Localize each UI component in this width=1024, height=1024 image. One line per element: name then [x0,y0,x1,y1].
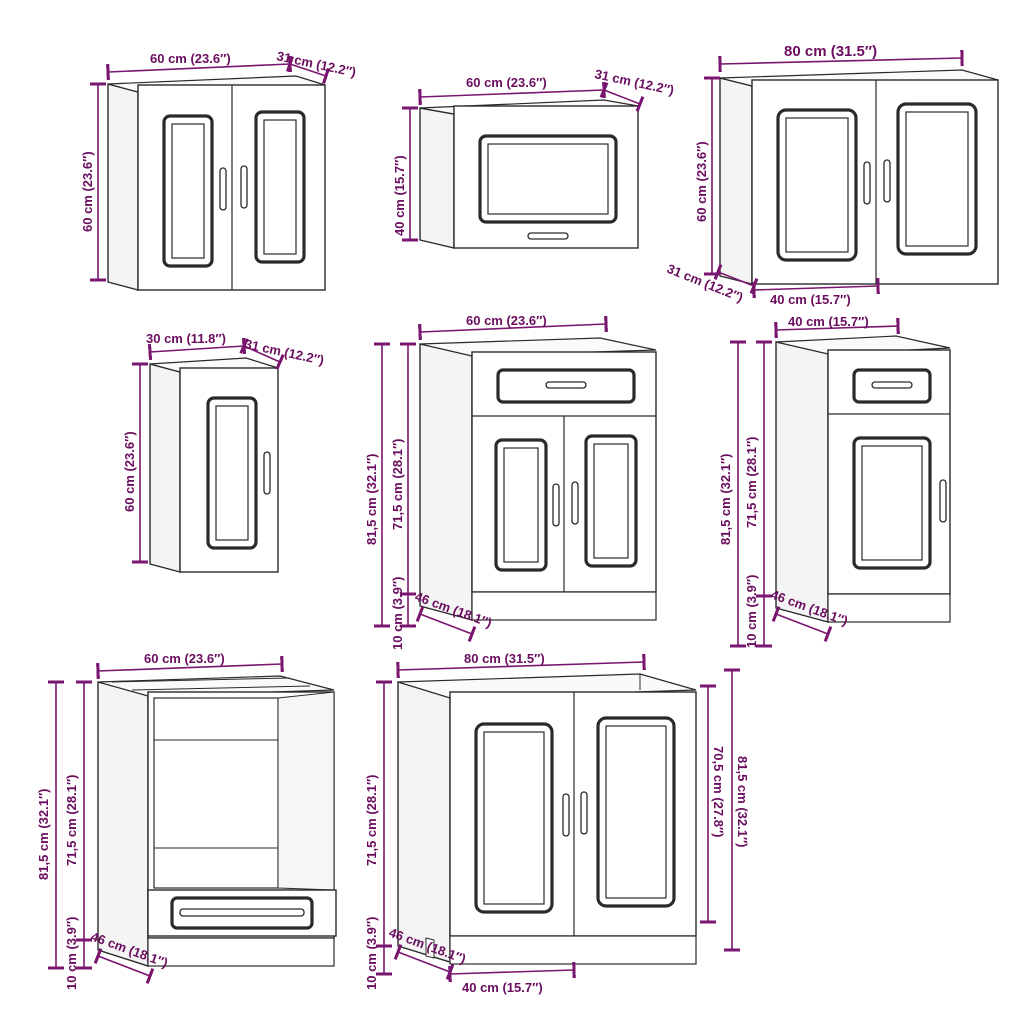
c6-width-label: 40 cm (15.7″) [788,314,869,329]
c8-inner-label: 70,5 cm (27.8″) [711,746,726,838]
c1-width-label: 60 cm (23.6″) [150,51,231,66]
base-cabinet-80-two-doors: 80 cm (31.5″) 71,5 cm (28.1″) 10 cm (3.9… [364,651,750,995]
c8-plinth-label: 10 cm (3.9″) [364,917,379,990]
c8-door-label: 40 cm (15.7″) [462,980,543,995]
c4-height-label: 60 cm (23.6″) [122,431,137,512]
wall-cabinet-30-single-door: 30 cm (11.8″) 31 cm (12.2″) 60 cm (23.6″… [122,331,325,573]
base-cabinet-40-drawer-door: 40 cm (15.7″) 81,5 cm (32.1″) 71,5 cm (2… [718,314,951,648]
wall-cabinet-80-two-doors: 80 cm (31.5″) 60 cm (23.6″) 31 cm (12.2″… [665,43,999,307]
c6-total-label: 81,5 cm (32.1″) [718,453,733,545]
c8-total-label: 81,5 cm (32.1″) [735,756,750,848]
c6-plinth-label: 10 cm (3.9″) [744,575,759,648]
c5-plinth-label: 10 cm (3.9″) [390,577,405,650]
c7-body-label: 71,5 cm (28.1″) [64,774,79,866]
c3-width-label: 80 cm (31.5″) [784,43,877,60]
base-cabinet-60-drawer-two-doors: 60 cm (23.6″) 81,5 cm (32.1″) 71,5 cm (2… [364,313,657,650]
c3-height-label: 60 cm (23.6″) [694,141,709,222]
c5-total-label: 81,5 cm (32.1″) [364,453,379,545]
c2-height-label: 40 cm (15.7″) [392,155,407,236]
wall-cabinet-60-glass-door: 60 cm (23.6″) 31 cm (12.2″) 40 cm (15.7″… [392,66,675,249]
c2-depth-label: 31 cm (12.2″) [593,66,675,97]
wall-cabinet-60-two-doors: 60 cm (23.6″) 31 cm (12.2″) 60 cm (23.6″… [80,48,357,291]
c5-width-label: 60 cm (23.6″) [466,313,547,328]
c8-body-label: 71,5 cm (28.1″) [364,774,379,866]
base-cabinet-60-oven-housing: 60 cm (23.6″) 81,5 cm (32.1″) 71,5 cm (2… [36,651,337,990]
c4-width-label: 30 cm (11.8″) [146,331,226,346]
c7-width-label: 60 cm (23.6″) [144,651,225,666]
c2-width-label: 60 cm (23.6″) [466,75,547,90]
c7-total-label: 81,5 cm (32.1″) [36,788,51,880]
c7-plinth-label: 10 cm (3.9″) [64,917,79,990]
c6-body-label: 71,5 cm (28.1″) [744,436,759,528]
c8-width-label: 80 cm (31.5″) [464,651,545,666]
c1-height-label: 60 cm (23.6″) [80,151,95,232]
c1-depth-label: 31 cm (12.2″) [275,48,357,79]
c3-door-label: 40 cm (15.7″) [770,292,851,307]
c5-body-label: 71,5 cm (28.1″) [390,438,405,530]
